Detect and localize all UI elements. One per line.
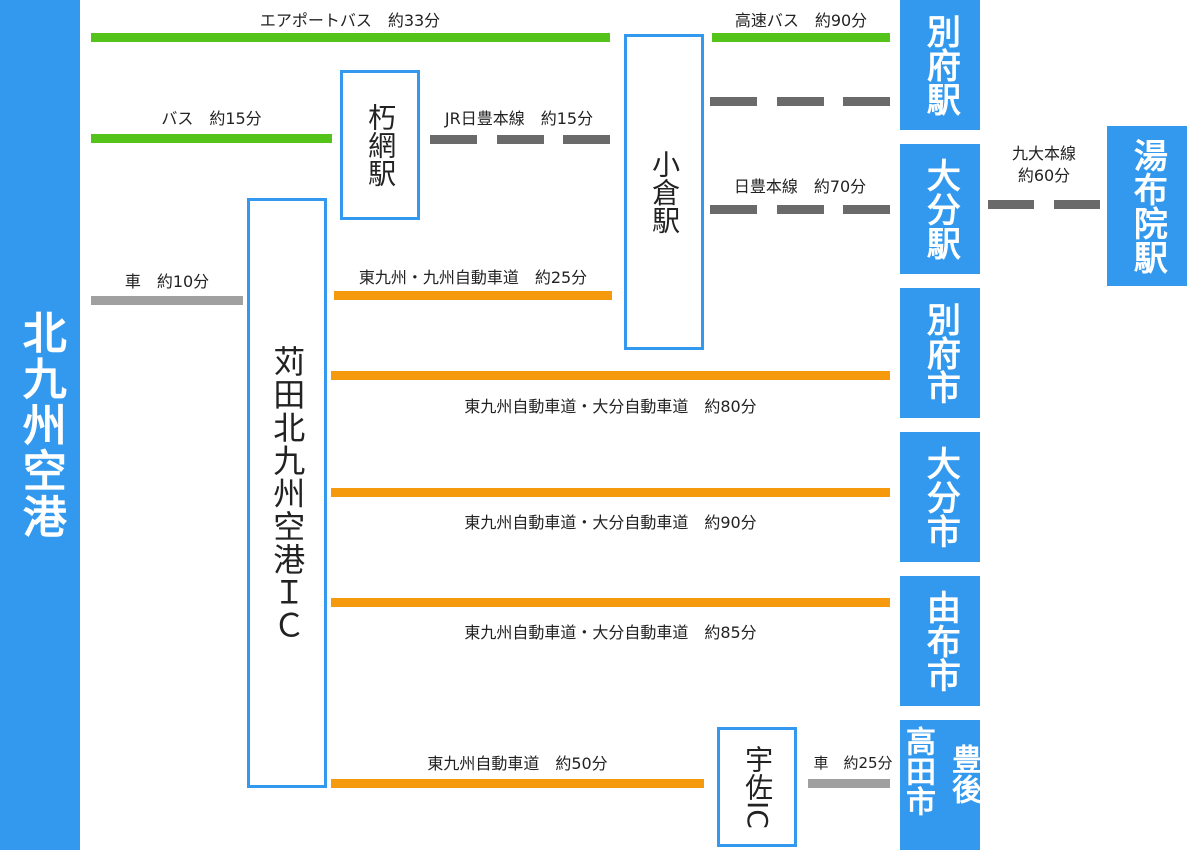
route-line-airport-bus <box>91 33 610 42</box>
dest-yufuin-station: 湯布院駅 <box>1107 126 1187 286</box>
route-label-to-yufu-city: 東九州自動車道・大分自動車道 約85分 <box>464 623 757 642</box>
route-label-to-oita-city: 東九州自動車道・大分自動車道 約90分 <box>464 513 757 532</box>
route-dash-nippo-3 <box>843 205 890 214</box>
route-dash-kokura-beppu-1 <box>710 97 757 106</box>
route-label-jr-nippo: JR日豊本線 約15分 <box>444 109 594 128</box>
route-label-kyudai-line: 九大本線 <box>1011 144 1076 163</box>
route-dash-jr-nippo-3 <box>563 135 610 144</box>
route-label-to-usa: 東九州自動車道 約50分 <box>427 754 608 773</box>
route-label-kyudai-time: 約60分 <box>1017 166 1071 185</box>
route-label-car-25: 車 約25分 <box>813 754 893 772</box>
route-label-higashi-kyushu: 東九州・九州自動車道 約25分 <box>358 268 588 287</box>
route-label-nippo: 日豊本線 約70分 <box>733 177 867 196</box>
dest-beppu-city: 別府市 <box>900 288 980 418</box>
route-label-airport-bus: エアポートバス 約33分 <box>259 11 441 30</box>
route-dash-kokura-beppu-3 <box>843 97 890 106</box>
route-line-car-25 <box>808 779 890 788</box>
route-label-to-beppu-city: 東九州自動車道・大分自動車道 約80分 <box>464 397 757 416</box>
node-usa-ic: 宇佐IC <box>717 727 797 847</box>
route-label-car-10: 車 約10分 <box>124 272 210 291</box>
route-dash-nippo-2 <box>777 205 824 214</box>
node-kutsuami-station: 朽網駅 <box>340 70 420 220</box>
route-line-higashi-kyushu <box>334 291 612 300</box>
usa-ic-label: 宇佐IC <box>741 745 775 829</box>
origin-kitakyushu-airport: 北九州空港 <box>0 0 80 850</box>
dest-oita-city: 大分市 <box>900 432 980 562</box>
dest-oita-station: 大分駅 <box>900 144 980 274</box>
route-dash-kyudai-2 <box>1054 200 1100 209</box>
route-line-car-10 <box>91 296 243 305</box>
route-line-to-usa <box>331 779 704 788</box>
dest-beppu-station: 別府駅 <box>900 0 980 130</box>
origin-label: 北九州空港 <box>14 310 66 540</box>
kutsuami-label: 朽網駅 <box>364 103 398 187</box>
route-dash-kyudai-1 <box>988 200 1034 209</box>
kokura-label: 小倉駅 <box>648 150 682 234</box>
dest-bungo-takada-city: 豊後 高田市 <box>900 720 981 850</box>
route-line-to-oita-city <box>331 488 890 497</box>
route-label-highway-bus: 高速バス 約90分 <box>734 11 868 30</box>
route-line-highway-bus <box>712 33 890 42</box>
route-line-bus <box>91 134 332 143</box>
route-dash-kokura-beppu-2 <box>777 97 824 106</box>
route-dash-jr-nippo-1 <box>430 135 477 144</box>
node-kokura-station: 小倉駅 <box>624 34 704 350</box>
route-dash-nippo-1 <box>710 205 757 214</box>
node-kanda-ic: 苅田北九州空港ＩＣ <box>247 198 327 788</box>
route-dash-jr-nippo-2 <box>497 135 544 144</box>
route-line-to-beppu-city <box>331 371 890 380</box>
route-label-bus: バス 約15分 <box>161 109 262 128</box>
dest-yufu-city: 由布市 <box>900 576 980 706</box>
route-line-to-yufu-city <box>331 598 890 607</box>
kanda-ic-label: 苅田北九州空港ＩＣ <box>268 344 307 642</box>
